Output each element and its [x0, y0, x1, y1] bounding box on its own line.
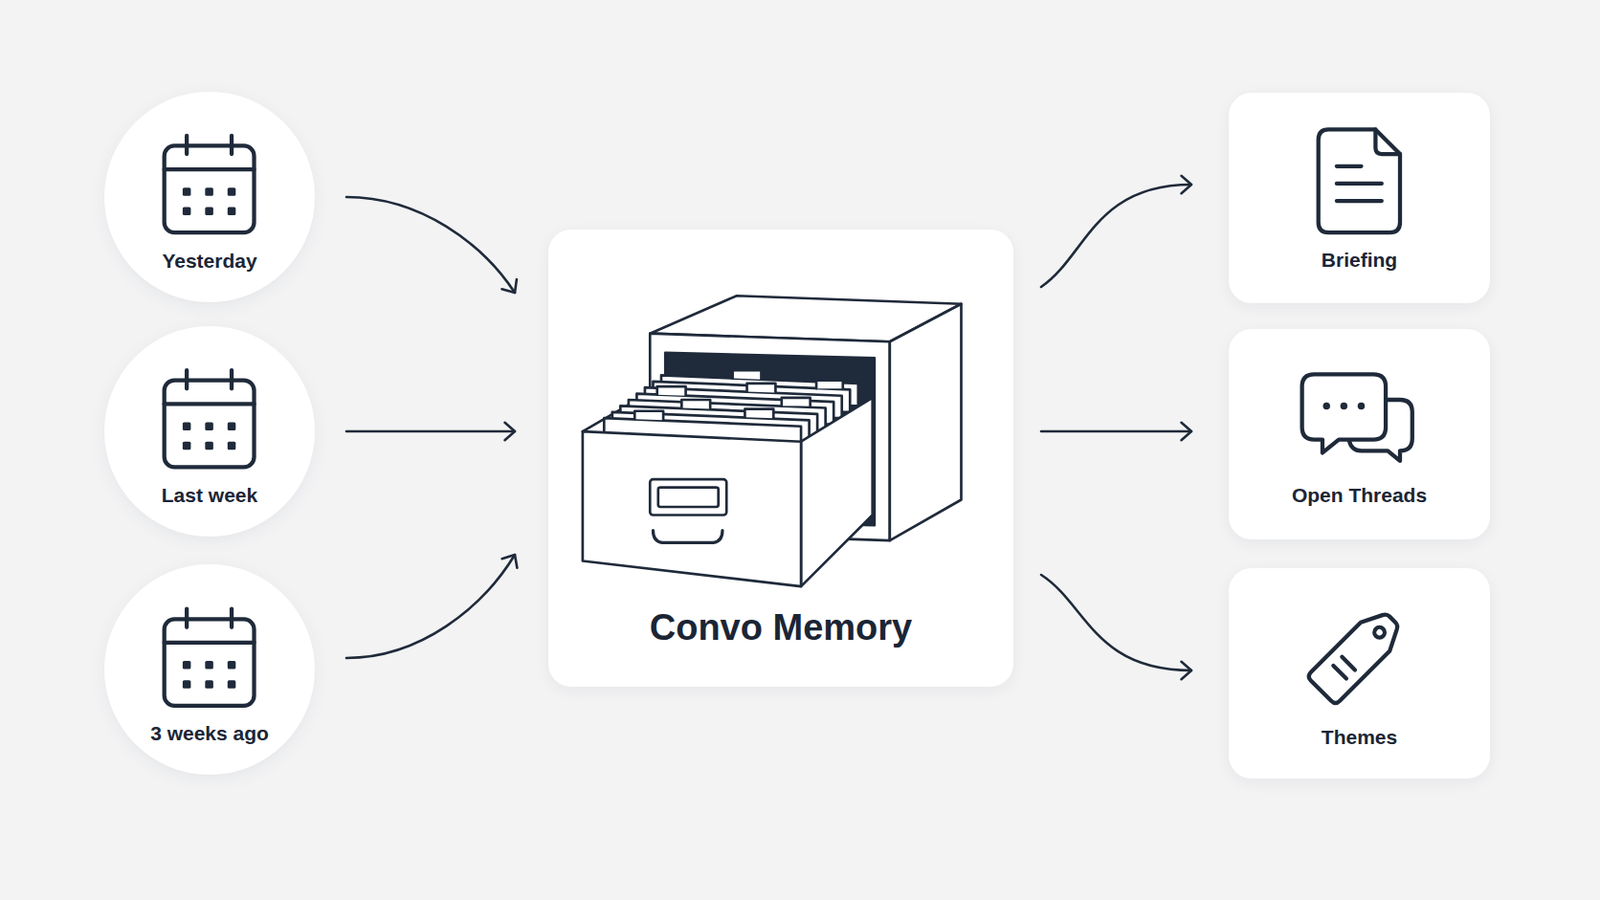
connector-arrow — [346, 197, 517, 293]
time-circle: Last week — [104, 326, 315, 537]
arrow-head — [1181, 422, 1193, 441]
arrow-head — [1181, 176, 1193, 194]
connector-line — [346, 197, 515, 293]
connector-line — [1041, 184, 1192, 288]
connector-line — [1041, 575, 1192, 671]
time-circle: Yesterday — [104, 91, 315, 303]
node-label: Open Threads — [1228, 483, 1490, 509]
node-label: Briefing — [1228, 247, 1490, 273]
circle-shape — [104, 91, 315, 303]
arrow-head — [1181, 662, 1193, 680]
connector-arrow — [1041, 422, 1192, 441]
arrow-head — [502, 279, 517, 293]
icon-group — [164, 129, 1413, 706]
connector-line — [1041, 430, 1192, 434]
content-box: Briefing — [1228, 92, 1490, 304]
node-label: Convo Memory — [548, 604, 1014, 651]
time-circle: 3 weeks ago — [104, 564, 315, 776]
arrow-head — [502, 555, 518, 569]
node-label: Last week — [104, 483, 315, 509]
connector-arrow — [1041, 176, 1192, 288]
arrow-head — [505, 422, 516, 441]
content-box: Open Threads — [1228, 329, 1490, 540]
node-label: Yesterday — [104, 248, 315, 274]
connector-arrow — [346, 422, 515, 441]
connector-arrow — [1041, 575, 1192, 680]
connector-arrow — [346, 555, 517, 659]
connector-line — [346, 555, 515, 659]
node-label: Themes — [1228, 725, 1490, 751]
content-box: Convo Memory — [548, 229, 1014, 688]
circle-shape — [104, 326, 315, 537]
node-label: 3 weeks ago — [104, 721, 315, 747]
circle-shape — [104, 564, 315, 776]
connector-line — [346, 430, 515, 434]
content-box: Themes — [1228, 568, 1490, 779]
